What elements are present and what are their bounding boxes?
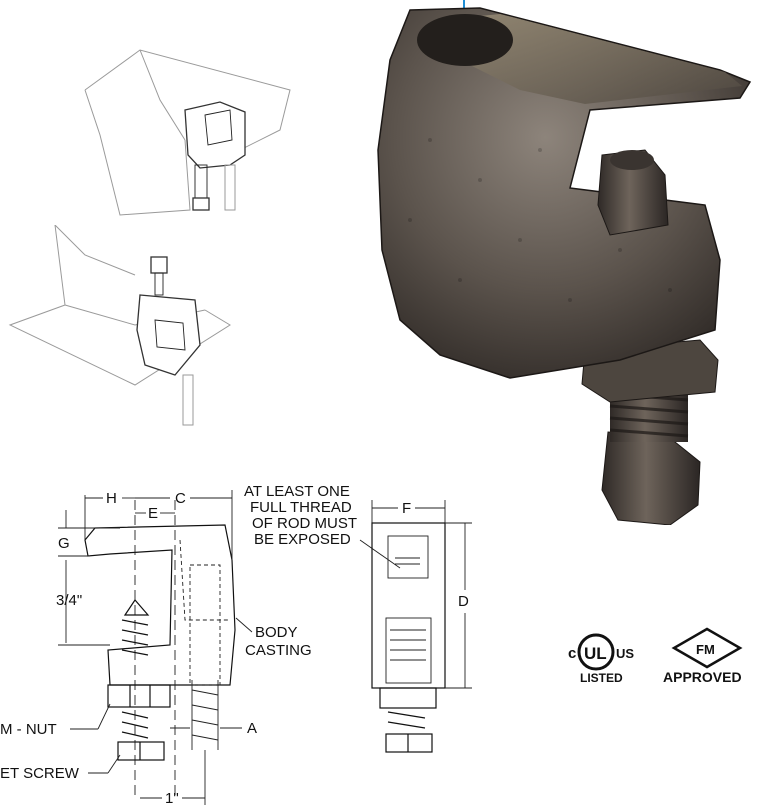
jam-nut-label: M - NUT [0,721,57,738]
set-screw-head [601,431,701,525]
dim-e-label: E [148,505,158,522]
body-casting-line1: BODY [255,624,298,641]
ul-listed-mark: c UL US LISTED [566,626,656,686]
jaw-recess [417,14,513,66]
set-screw-tip [597,149,669,236]
fm-approved-mark: FM APPROVED [660,626,755,686]
dim-g-label: G [58,535,70,552]
dim-d-label: D [458,593,469,610]
fm-diamond [671,627,743,669]
dim-one-inch: 1" [165,790,179,807]
thread-note-line3: OF ROD MUST [252,515,357,532]
ul-circle [577,633,615,671]
fm-approved: APPROVED [663,669,742,685]
product-photo [377,0,752,525]
dim-f-label: F [402,500,411,517]
ul-listed: LISTED [580,671,623,685]
install-sketch-bottom [8,225,231,426]
dim-three-quarter: 3/4" [56,592,82,609]
fm-mark: FM [696,642,715,657]
body-casting [377,7,752,379]
dim-h-label: H [106,490,117,507]
thread-note-line4: BE EXPOSED [254,531,351,548]
flange-top [440,14,742,104]
front-view-drawing: AT LEAST ONE FULL THREAD OF ROD MUST BE … [244,483,472,753]
ul-left-label: c [568,645,576,662]
side-view-drawing: H C E G 3/4" BODY CASTING M - NUT ET SCR… [0,490,312,807]
install-sketch-top [84,49,291,216]
set-screw-label: ET SCREW [0,765,80,782]
dim-a-label: A [247,720,257,737]
ul-mark: UL [584,644,607,663]
thread-note-line2: FULL THREAD [250,499,352,516]
ul-right-label: US [616,646,634,661]
thread-note-line1: AT LEAST ONE [244,483,350,500]
body-casting-line2: CASTING [245,642,312,659]
dim-c-label: C [175,490,186,507]
